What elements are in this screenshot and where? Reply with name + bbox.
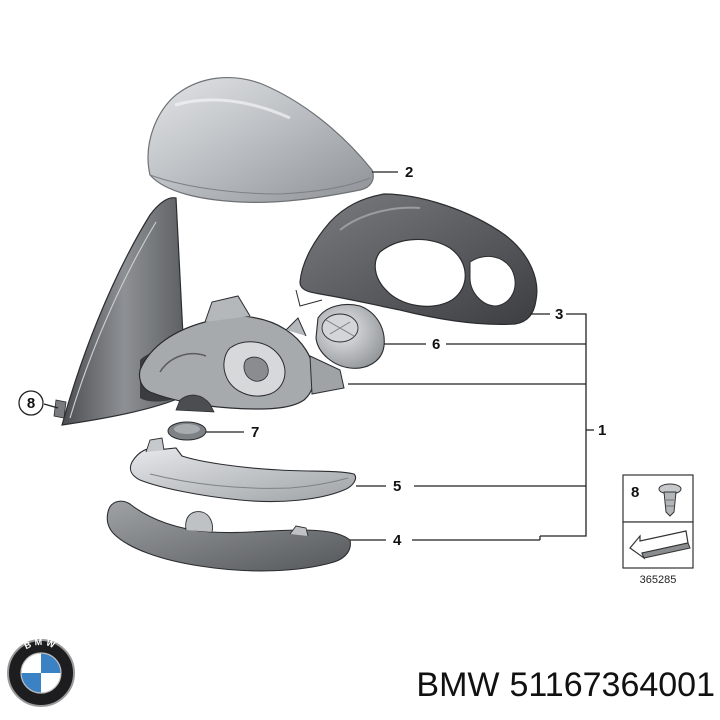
turn-signal-strip-part	[129, 437, 357, 503]
leader-lines	[43, 171, 594, 541]
arrow-icon	[629, 530, 691, 560]
caption-part-number: 51167364001	[509, 666, 715, 704]
leader-line-8	[43, 403, 59, 409]
bmw-logo: BMW	[7, 637, 75, 707]
lower-trim-part	[106, 500, 351, 572]
bracket-part-1	[540, 313, 587, 537]
mirror-base-assembly-part	[138, 295, 345, 413]
diagram-code: 365285	[640, 574, 677, 586]
bmw-logo-letters: BMW	[23, 637, 57, 651]
callout-6: 6	[432, 336, 440, 353]
callout-4: 4	[393, 532, 402, 549]
caption-brand: BMW	[416, 666, 500, 704]
callout-2: 2	[405, 164, 413, 181]
callout-7: 7	[251, 424, 259, 441]
callout-3: 3	[555, 306, 563, 323]
mirror-cover-part	[147, 77, 374, 203]
inset-number: 8	[631, 484, 639, 501]
svg-text:BMW: BMW	[23, 637, 60, 651]
small-disc-part	[167, 421, 207, 441]
callout-5: 5	[393, 478, 401, 495]
mirror-housing-part	[295, 193, 538, 325]
callout-8: 8	[27, 395, 35, 412]
mirror-motor-part	[315, 303, 385, 369]
inset-clip-box: 8 365285	[622, 474, 694, 586]
clip-fastener-icon	[658, 483, 682, 517]
callout-8-circle: 8	[18, 390, 44, 416]
callout-1: 1	[598, 422, 606, 439]
